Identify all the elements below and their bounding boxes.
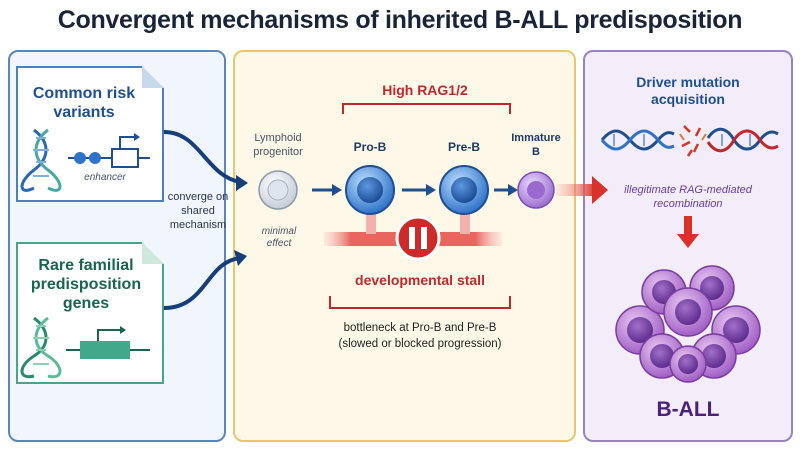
arrowhead-icon xyxy=(677,234,699,248)
bottleneck-bracket xyxy=(329,296,511,309)
arrowhead-icon xyxy=(234,250,247,266)
common-variants-title: Common risk variants xyxy=(32,85,136,121)
bottleneck-caption: bottleneck at Pro-B and Pre-B (slowed or… xyxy=(310,320,530,352)
stall-connector xyxy=(460,210,470,234)
down-arrow xyxy=(684,216,692,236)
arrowhead-icon xyxy=(236,175,248,191)
broken-dna-icon xyxy=(600,125,779,157)
rare-genes-title: Rare familial predisposition genes xyxy=(30,257,142,312)
arrowhead-icon xyxy=(508,184,518,196)
rag-label: High RAG1/2 xyxy=(382,82,468,98)
driver-mutation-title: Driver mutation acquisition xyxy=(636,74,740,107)
stage-label-pre-b: Pre-B xyxy=(447,140,480,154)
transition-arrow xyxy=(556,184,596,196)
enhancer-gene-icon xyxy=(68,133,150,168)
converge-label: converge on shared mechanism xyxy=(167,191,229,231)
pause-stop-icon xyxy=(395,215,441,261)
stage-label-pro-b: Pro-B xyxy=(353,140,387,154)
converge-arrow-top xyxy=(163,130,241,184)
converge-arrow-bottom xyxy=(163,256,241,310)
arrowhead-icon xyxy=(592,176,608,204)
immature-b-cell xyxy=(517,171,555,209)
dna-helix-icon xyxy=(20,316,62,379)
lymphoid-progenitor-cell xyxy=(258,170,298,210)
minimal-effect-label: minimal effect xyxy=(261,226,297,249)
leukemia-cell-cluster xyxy=(615,265,761,383)
recombination-label: illegitimate RAG-mediated recombination xyxy=(624,184,752,210)
arrowhead-icon xyxy=(426,184,436,196)
arrowhead-icon xyxy=(332,184,342,196)
bottleneck-line-2: (slowed or blocked progression) xyxy=(338,338,502,350)
diagram-title: Convergent mechanisms of inherited B-ALL… xyxy=(57,6,743,34)
rare-genes-card xyxy=(16,242,164,384)
pre-b-cell xyxy=(439,165,489,215)
developmental-stall-label: developmental stall xyxy=(355,272,485,288)
gene-body-icon xyxy=(66,326,150,359)
stage-label-progenitor: Lymphoid progenitor xyxy=(253,132,303,158)
pro-b-cell xyxy=(345,165,395,215)
bottleneck-line-1: bottleneck at Pro-B and Pre-B xyxy=(343,322,497,334)
card-fold-corner xyxy=(142,66,164,88)
stall-connector xyxy=(366,210,376,234)
enhancer-label: enhancer xyxy=(84,172,126,183)
card-fold-corner xyxy=(142,242,164,264)
dna-helix-icon xyxy=(20,128,62,192)
rag-bracket xyxy=(342,103,511,114)
stage-label-immature-b: Immature B xyxy=(511,132,561,158)
b-all-label: B-ALL xyxy=(656,398,720,421)
